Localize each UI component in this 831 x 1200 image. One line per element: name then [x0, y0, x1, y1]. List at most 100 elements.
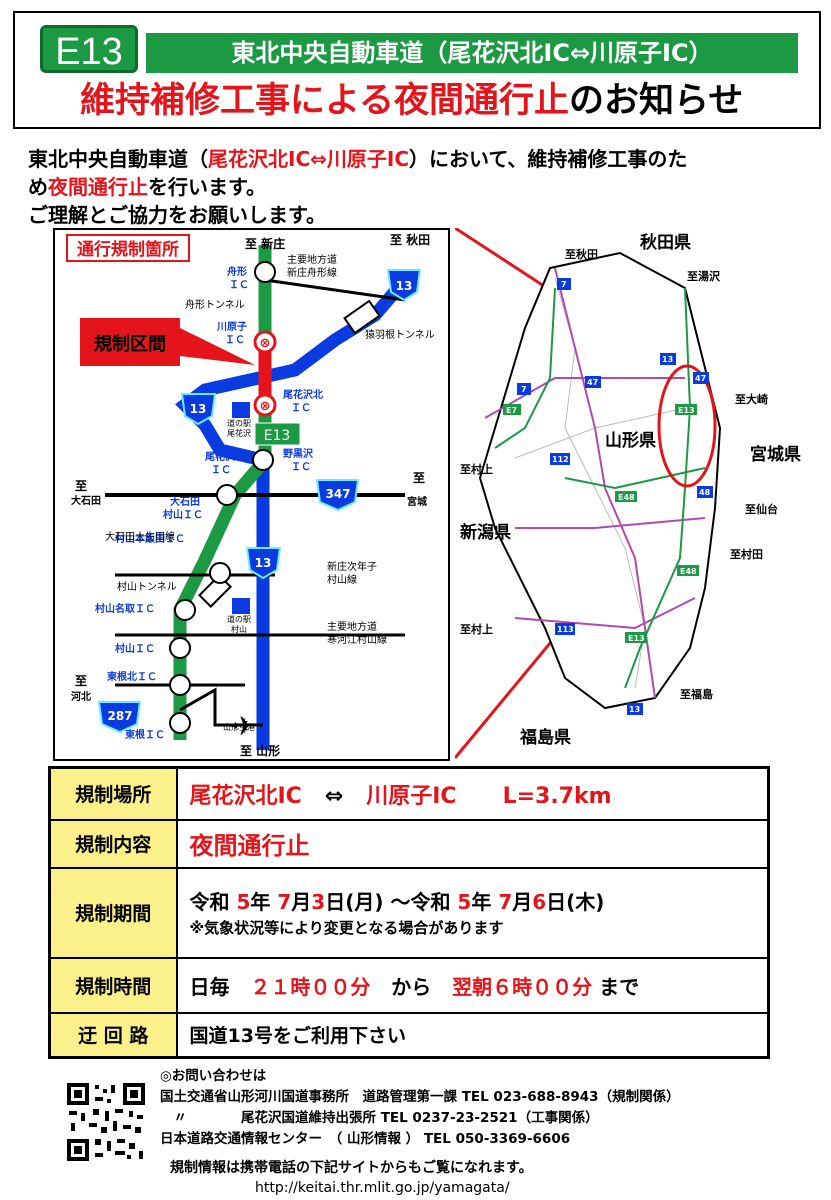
intro-line-2: め夜間通行止を行います。: [28, 173, 808, 201]
r13-shield: [660, 353, 676, 365]
row-period: 規制期間 令和 5年 7月3日(月) 〜令和 5年 7月6日(木) ※気象状況等…: [48, 866, 770, 959]
e48-shield-west: [615, 491, 637, 502]
michinoeki-murayama-icon: [232, 598, 250, 614]
contact-line-3: 日本道路交通情報センター （ 山形情報 ） TEL 050-3369-6606: [160, 1131, 571, 1147]
funagata-ic-label-2: ＩＣ: [229, 279, 249, 291]
kawarago-ic-label-2: ＩＣ: [225, 334, 245, 346]
period-a: 令和: [189, 890, 237, 914]
legend-label: 通行規制箇所: [77, 239, 179, 260]
place-arrow: ⇔: [324, 783, 344, 809]
qr-code-icon: [65, 1081, 147, 1163]
route-sagae-label-1: 主要地方道: [327, 620, 377, 633]
header-detour: 迂 回 路: [48, 1011, 178, 1059]
notice-title-red: 維持補修工事による夜間通行止: [80, 81, 569, 121]
oishida-line-label: 大石田土生田線: [105, 530, 175, 543]
saruhane-tunnel-icon: [343, 299, 381, 335]
funagata-ic-node: [254, 261, 276, 283]
e13-shield-south: [625, 632, 647, 643]
kawarago-closed-icon: ⊗: [260, 336, 271, 351]
period-m: 日(木): [546, 890, 605, 914]
overview-map-svg: 秋田県 山形県 宮城県 新潟県 福島県 至秋田 至湯沢 至大崎 至村上 至村上 …: [453, 226, 801, 759]
period-l: 6: [532, 890, 547, 914]
road-airport: [179, 687, 263, 727]
e48-shield-east: [677, 565, 699, 576]
contact-heading: ◎お問い合わせは: [160, 1068, 267, 1084]
michinoeki-murayama-label-2: 村山: [231, 624, 247, 634]
row-time: 規制時間 日毎 ２１時００分 から 翌朝６時００分 まで: [48, 956, 770, 1014]
shinjo-jijiko-label-2: 村山線: [327, 573, 357, 586]
to-murata-label: 至村田: [730, 547, 763, 561]
intro-1c: ）において、維持補修工事のた: [409, 147, 688, 171]
r113-label: 113: [557, 625, 574, 634]
e48-west-label: E48: [618, 493, 635, 502]
footer: 規制情報は携帯電話の下記サイトからもご覧になれます。 http://keitai…: [170, 1158, 810, 1198]
header-period: 規制期間: [48, 866, 178, 959]
e48-east-label: E48: [680, 567, 697, 576]
r48-label: 48: [699, 488, 711, 497]
obanazawa-ic-label-1: 尾花沢: [205, 450, 236, 463]
route-purple-1: [554, 267, 656, 699]
time-b: ２１時００分: [250, 974, 371, 999]
r112-shield: [550, 453, 570, 465]
notice-title: 維持補修工事による夜間通行止のお知らせ: [80, 79, 800, 123]
intro-2c: を行います。: [148, 175, 266, 199]
r112-label: 112: [552, 455, 569, 464]
r7-south-label: 7: [521, 385, 527, 394]
period-h: 5: [457, 890, 472, 914]
period-c: 年: [250, 890, 278, 914]
time-d: 翌朝６時００分: [452, 974, 593, 999]
qr-code[interactable]: [65, 1081, 147, 1163]
regulated-section-callout: [80, 318, 180, 366]
detail-map-svg: 通行規制箇所 規制区間 ⊗ ⊗ 13 13 13 347 287 E13 ✈ 至…: [66, 232, 435, 758]
route-13-shield-obanazawa: [180, 393, 217, 426]
header-time: 規制時間: [48, 956, 178, 1014]
funagata-ic-label-1: 舟形: [227, 265, 247, 278]
route-287-shield: [97, 701, 142, 734]
yamagata-outline: [478, 251, 722, 710]
footer-url-link[interactable]: http://keitai.thr.mlit.go.jp/yamagata/: [255, 1180, 510, 1196]
airport-icon: ✈: [233, 712, 255, 742]
value-place: 尾花沢北IC ⇔ 川原子IC L=3.7km: [175, 766, 770, 821]
expressway-e7-green: [494, 287, 556, 449]
route-shinjo-label-2: 新庄舟形線: [287, 266, 337, 279]
route-13-shield-akita: [386, 269, 422, 302]
shinjo-jijiko-label-1: 新庄次年子: [327, 560, 377, 573]
footer-line-1: 規制情報は携帯電話の下記サイトからもご覧になれます。: [170, 1160, 533, 1176]
intro-line-1: 東北中央自動車道（尾花沢北IC⇔川原子IC）において、維持補修工事のた: [28, 145, 808, 173]
value-time: 日毎 ２１時００分 から 翌朝６時００分 まで: [175, 956, 770, 1014]
r47-shield-east: [693, 372, 709, 384]
expressway-e48-green: [564, 467, 706, 490]
road-shinjo-funagata: [264, 278, 406, 302]
period-j: 7: [498, 890, 513, 914]
nobaguro-ic-label-2: ＩＣ: [291, 461, 311, 473]
obanazawa-kita-ic-label-1: 尾花沢北: [283, 388, 323, 401]
time-c: から: [391, 974, 432, 999]
murayama-ic-label: 村山ＩＣ: [115, 642, 155, 655]
oishida-ic-label-2: 村山ＩＣ: [163, 508, 203, 521]
kawarago-ic-node: [253, 330, 277, 354]
obanazawa-kita-ic-label-2: ＩＣ: [291, 402, 311, 414]
route-title: 東北中央自動車道（尾花沢北IC⇔川原子IC）: [146, 33, 798, 73]
regulation-detail-map: 通行規制箇所 規制区間 ⊗ ⊗ 13 13 13 347 287 E13 ✈ 至…: [53, 228, 450, 761]
e13-badge: E13: [40, 25, 138, 73]
to-oishida-1: 至: [75, 479, 87, 493]
value-content: 夜間通行止: [175, 818, 770, 869]
route-347-shield: [315, 479, 360, 512]
shield-13-akita-label: 13: [396, 279, 413, 293]
e13-shield-map: [675, 404, 697, 415]
to-shinjo-label: 至 新庄: [245, 236, 285, 251]
r7-shield-south: [517, 383, 531, 395]
to-kahoku-2: 河北: [71, 690, 91, 703]
niigata-pref-label: 新潟県: [460, 522, 511, 543]
obanazawa-ic-node: [252, 449, 274, 471]
period-d: 7: [277, 890, 292, 914]
expressway-e13-green: [624, 287, 692, 689]
to-yuzawa-label: 至湯沢: [687, 269, 721, 283]
header-place: 規制場所: [48, 766, 178, 821]
shield-287-label: 287: [107, 709, 132, 723]
murayama-ic-node: [169, 637, 191, 659]
shield-13-obanazawa-label: 13: [190, 402, 207, 416]
intro-text: 東北中央自動車道（尾花沢北IC⇔川原子IC）において、維持補修工事のた め夜間通…: [28, 145, 808, 229]
to-miyagi-1: 至: [413, 471, 425, 485]
e7-shield: [503, 404, 521, 415]
